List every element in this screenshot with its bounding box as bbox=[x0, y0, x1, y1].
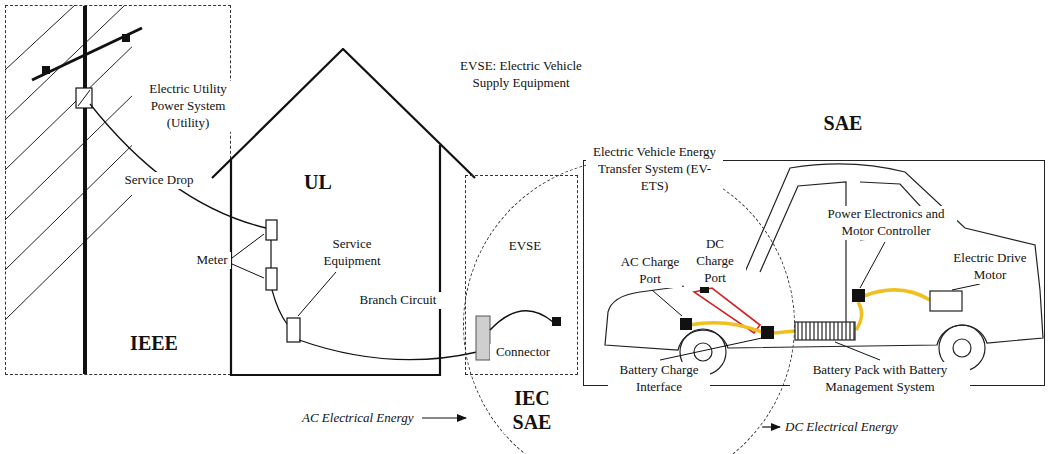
energy-arrow bbox=[422, 417, 466, 418]
region-label: EVSE bbox=[502, 238, 548, 255]
meter-symbol bbox=[266, 220, 287, 324]
callout-label: AC Charge Port bbox=[618, 254, 682, 288]
callout-label: Meter bbox=[193, 252, 231, 269]
house-outline bbox=[210, 48, 477, 376]
battery-charge-interface bbox=[761, 326, 774, 339]
region-label: UL bbox=[296, 170, 340, 194]
standards-region: Electric Utility Power System (Utility)I… bbox=[5, 5, 231, 375]
power-electronics bbox=[852, 289, 865, 302]
service-equipment-symbol bbox=[287, 318, 300, 342]
callout-label: Power Electronics and Motor Controller bbox=[815, 206, 957, 240]
callout-label: EVSE: Electric Vehicle Supply Equipment bbox=[445, 58, 597, 92]
battery-pack bbox=[795, 322, 855, 340]
callout-label: Battery Charge Interface bbox=[608, 362, 710, 396]
callout-label: Connector bbox=[490, 344, 556, 361]
car-outline bbox=[605, 164, 1043, 375]
callout-label: Battery Pack with Battery Management Sys… bbox=[790, 362, 970, 396]
callout-label: Service Drop bbox=[118, 172, 200, 189]
callout-label: Electric Drive Motor bbox=[948, 250, 1032, 284]
region-label: Electric Vehicle Energy Transfer System … bbox=[586, 144, 723, 195]
region-label: SAE bbox=[810, 111, 876, 135]
branch-circuit-wire bbox=[299, 340, 477, 360]
callout-label: DC Charge Port bbox=[684, 236, 746, 287]
energy-arrow bbox=[762, 426, 780, 427]
callout-label: Branch Circuit bbox=[352, 292, 444, 309]
ac-charge-port bbox=[680, 318, 692, 330]
transfer-system-circle: Electric Vehicle Energy Transfer System … bbox=[463, 159, 795, 454]
region-label: Electric Utility Power System (Utility) bbox=[141, 81, 235, 132]
region-label: IEC SAE bbox=[504, 386, 560, 434]
charge-cable bbox=[490, 311, 553, 330]
house: UL bbox=[210, 48, 477, 376]
region-label: IEEE bbox=[122, 331, 186, 355]
callout-label: Service Equipment bbox=[312, 236, 392, 270]
connector-symbol bbox=[552, 317, 561, 326]
callout-label: AC Electrical Energy bbox=[300, 410, 415, 427]
power-lines bbox=[5, 5, 132, 320]
drive-motor bbox=[930, 291, 962, 311]
callout-label: DC Electrical Energy bbox=[783, 419, 900, 436]
utility-pole bbox=[32, 6, 142, 374]
evse-unit bbox=[476, 316, 490, 360]
